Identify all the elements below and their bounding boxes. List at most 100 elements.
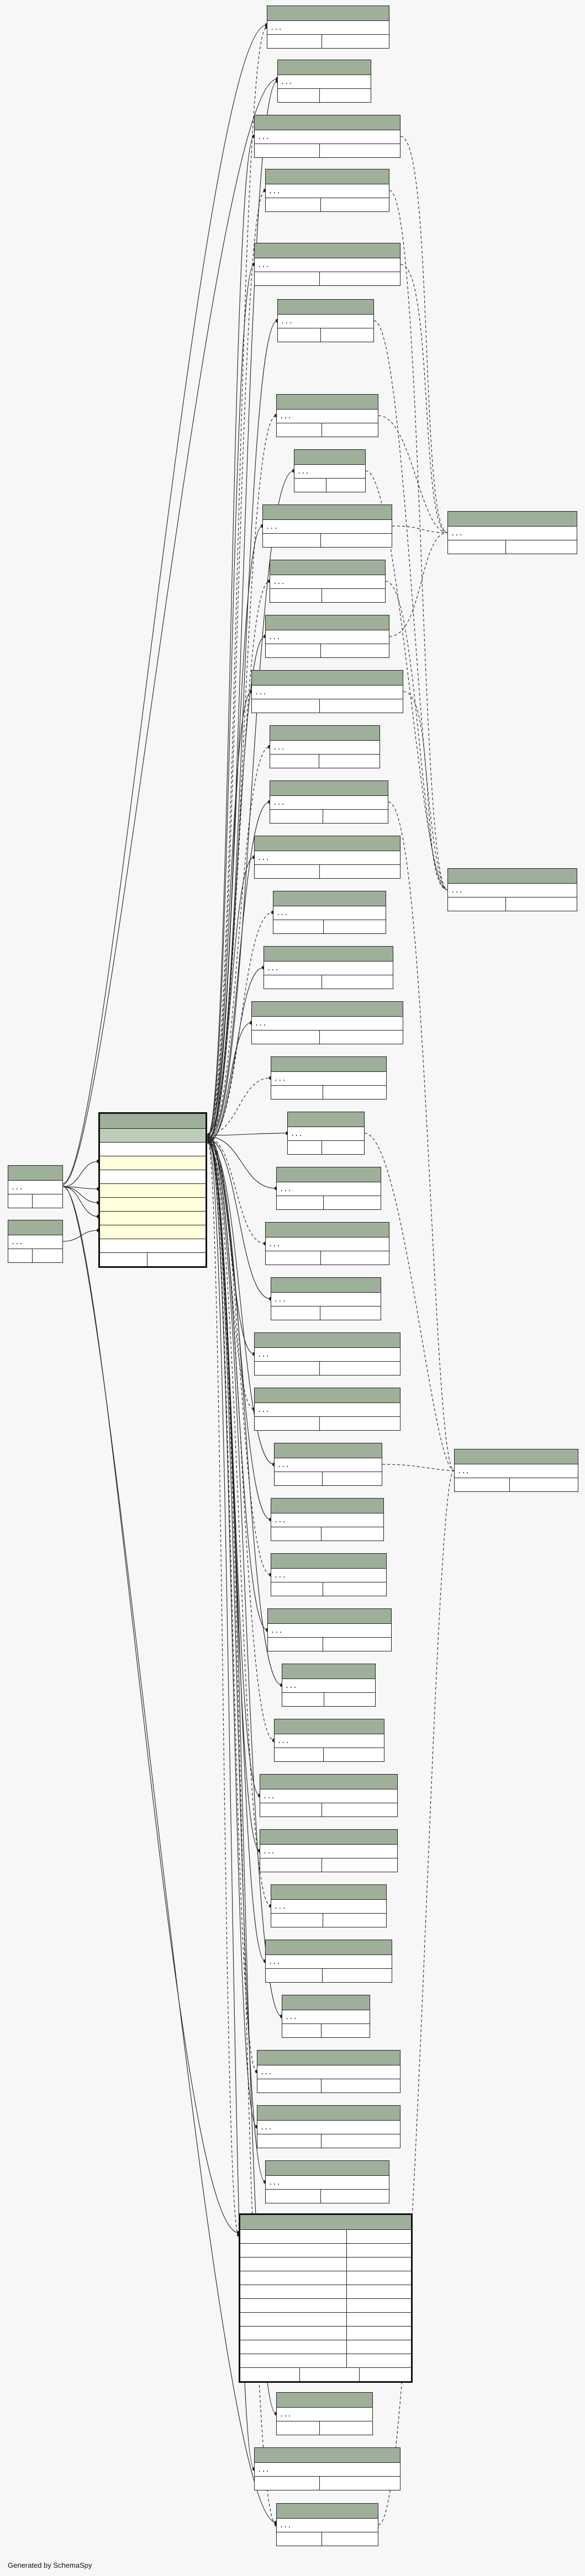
table-nibrs-code-ejs-mappings[interactable]: ... <box>267 6 389 49</box>
table-map-icons[interactable]: ... <box>8 1220 63 1263</box>
table-zzv1-nibrs-offenses[interactable]: ... <box>277 299 374 342</box>
ellipsis-row: ... <box>285 1682 297 1690</box>
table-zzc1-nibrs-crime-targets[interactable]: ... <box>265 2160 389 2203</box>
column-row: ... <box>260 1789 397 1803</box>
table-nibrs-codes[interactable] <box>98 1112 207 1268</box>
table-inc-review-route-nibrs[interactable]: ... <box>270 560 386 603</box>
table-zzc1-nibrs-lesser-offenses[interactable] <box>239 2213 413 2383</box>
table-bi-offense-vw[interactable]: ... <box>294 449 366 492</box>
parents-count <box>323 1582 386 1596</box>
column-row: ... <box>455 1464 578 1478</box>
edge-to-8 <box>207 525 263 1144</box>
table-zz-nibrs-lesser-offenses[interactable]: ... <box>265 1940 392 1983</box>
table-footer <box>263 534 392 547</box>
table-js-incident-offense-vw[interactable]: ... <box>273 891 386 934</box>
table-zzv1-nibrs-lesser-offenses[interactable]: ... <box>254 243 400 286</box>
parents-count <box>321 644 389 657</box>
table-victim-type-codes-vw[interactable]: ... <box>274 1719 384 1762</box>
table-footer <box>270 755 380 768</box>
edge-to-24 <box>207 1140 255 1410</box>
table-offender-reques-vw[interactable]: ... <box>271 1277 381 1320</box>
table-footer <box>275 1472 382 1485</box>
column-row: ... <box>448 884 577 897</box>
column-type <box>346 2230 349 2243</box>
table-header <box>8 1166 62 1181</box>
table-footer <box>257 2134 400 2148</box>
table-zzc1-ejs-code-nibrs-mappings[interactable]: ... <box>257 2050 400 2093</box>
edge-to-34 <box>207 1141 266 1962</box>
table-footer <box>282 2024 370 2037</box>
table-victim-relation-codes-vw[interactable]: ... <box>267 1608 392 1651</box>
table-nibrs-prop-loss-vw[interactable]: ... <box>276 1167 381 1210</box>
table-zz-nibrs-code-ejs-mappings[interactable]: ... <box>260 1829 398 1872</box>
table-header <box>271 1278 381 1293</box>
edge-to-42 <box>207 1140 277 2525</box>
table-footer <box>278 328 373 342</box>
column-type <box>346 2313 349 2326</box>
table-offense-reques-vw[interactable]: ... <box>274 1443 382 1486</box>
table-js-domestic-violence-vw[interactable]: ... <box>270 780 388 824</box>
column-lesser-nibrs-code <box>240 2285 411 2299</box>
parents-count <box>323 810 388 823</box>
parents-count <box>320 1362 400 1375</box>
table-nibrs-date-recov-req-vw[interactable]: ... <box>263 946 393 989</box>
children-count <box>266 2190 322 2203</box>
table-offense-cond-qanschoices-vw[interactable]: ... <box>254 1332 400 1375</box>
table-nibrs-prop-mappings[interactable]: ... <box>276 2503 378 2546</box>
table-property-reques-vw[interactable]: ... <box>271 1498 384 1541</box>
table-nibrs-offenses[interactable]: ... <box>287 1112 365 1155</box>
parents-count <box>322 589 385 602</box>
children-count <box>275 1472 323 1485</box>
table-nibrs-lesser-offenses[interactable]: ... <box>271 1056 387 1100</box>
ellipsis-row: ... <box>268 2179 281 2186</box>
table-inc-off-crime-targets-vw[interactable]: ... <box>262 504 392 548</box>
table-header <box>271 1554 386 1569</box>
children-count <box>270 810 323 823</box>
edge-to-12 <box>207 746 270 1138</box>
table-js-bair-mo-fields-vw[interactable]: ... <box>270 725 380 768</box>
table-zz-nibrs-prop-mappings[interactable]: ... <box>454 1449 578 1492</box>
ellipsis-row: ... <box>257 854 270 862</box>
table-zz-nibrs-offenses[interactable]: ... <box>282 1995 370 2038</box>
table-zzc1-nibrs-offenses[interactable]: ... <box>276 2392 373 2435</box>
table-zzc1-nibrs-prop-mappings[interactable]: ... <box>447 511 577 554</box>
table-victim-reques-vw[interactable]: ... <box>282 1664 376 1707</box>
table-arrest-reques-vw[interactable]: ... <box>276 394 378 437</box>
table-zzc1-nibrs-code-ejs-mappings[interactable]: ... <box>257 2105 400 2148</box>
table-header <box>271 1885 386 1900</box>
children-count <box>100 1253 147 1266</box>
table-nibrs-est-drug-quant-req-vw[interactable]: ... <box>251 1001 403 1044</box>
column-offense-group-code <box>100 1156 205 1170</box>
table-incident-off-crime-target-vw[interactable]: ... <box>265 615 389 658</box>
table-zzv1-nibrs-code-ejs-mappings[interactable]: ... <box>254 115 400 158</box>
table-header <box>252 671 403 686</box>
table-zzv1-nibrs-prop-mappings[interactable]: ... <box>447 868 577 911</box>
table-zzv1-nibrs-crime-targets[interactable]: ... <box>265 169 389 212</box>
children-count <box>448 540 506 554</box>
table-zzv1-ejs-code-nibrs-mappings[interactable]: ... <box>254 2447 400 2490</box>
edge-map-9 <box>403 691 448 890</box>
table-zz-ejs-code-nibrs-mappings[interactable]: ... <box>260 1774 398 1817</box>
table-js-incident-offense-rank-vw[interactable]: ... <box>254 836 400 879</box>
table-nibrs-crime-targets[interactable]: ... <box>277 60 371 103</box>
table-offense-conditional-ques-vw[interactable]: ... <box>254 1388 400 1431</box>
table-footer <box>277 1196 381 1209</box>
table-incident-off-crime-targets-vw[interactable]: ... <box>251 670 403 713</box>
children-count <box>263 534 321 547</box>
edge-map-3 <box>373 320 448 890</box>
table-ejs-codes[interactable]: ... <box>8 1165 63 1208</box>
children-count <box>288 1141 323 1154</box>
table-nibrs-prop-value-req-vw[interactable]: ... <box>265 1222 389 1265</box>
column-nibrs-code <box>100 1129 205 1143</box>
parents-count <box>324 1196 381 1209</box>
edge-map-1 <box>389 190 448 890</box>
parents-count <box>320 272 400 285</box>
table-footer <box>260 1858 397 1872</box>
parents-count <box>324 1693 375 1706</box>
table-footer <box>273 920 386 933</box>
parents-count <box>322 1141 364 1154</box>
table-footer <box>277 2532 378 2546</box>
table-zz-nibrs-crime-targets[interactable]: ... <box>271 1884 387 1927</box>
table-victim-injury-codes-vw[interactable]: ... <box>271 1553 387 1596</box>
table-footer <box>255 1417 400 1430</box>
